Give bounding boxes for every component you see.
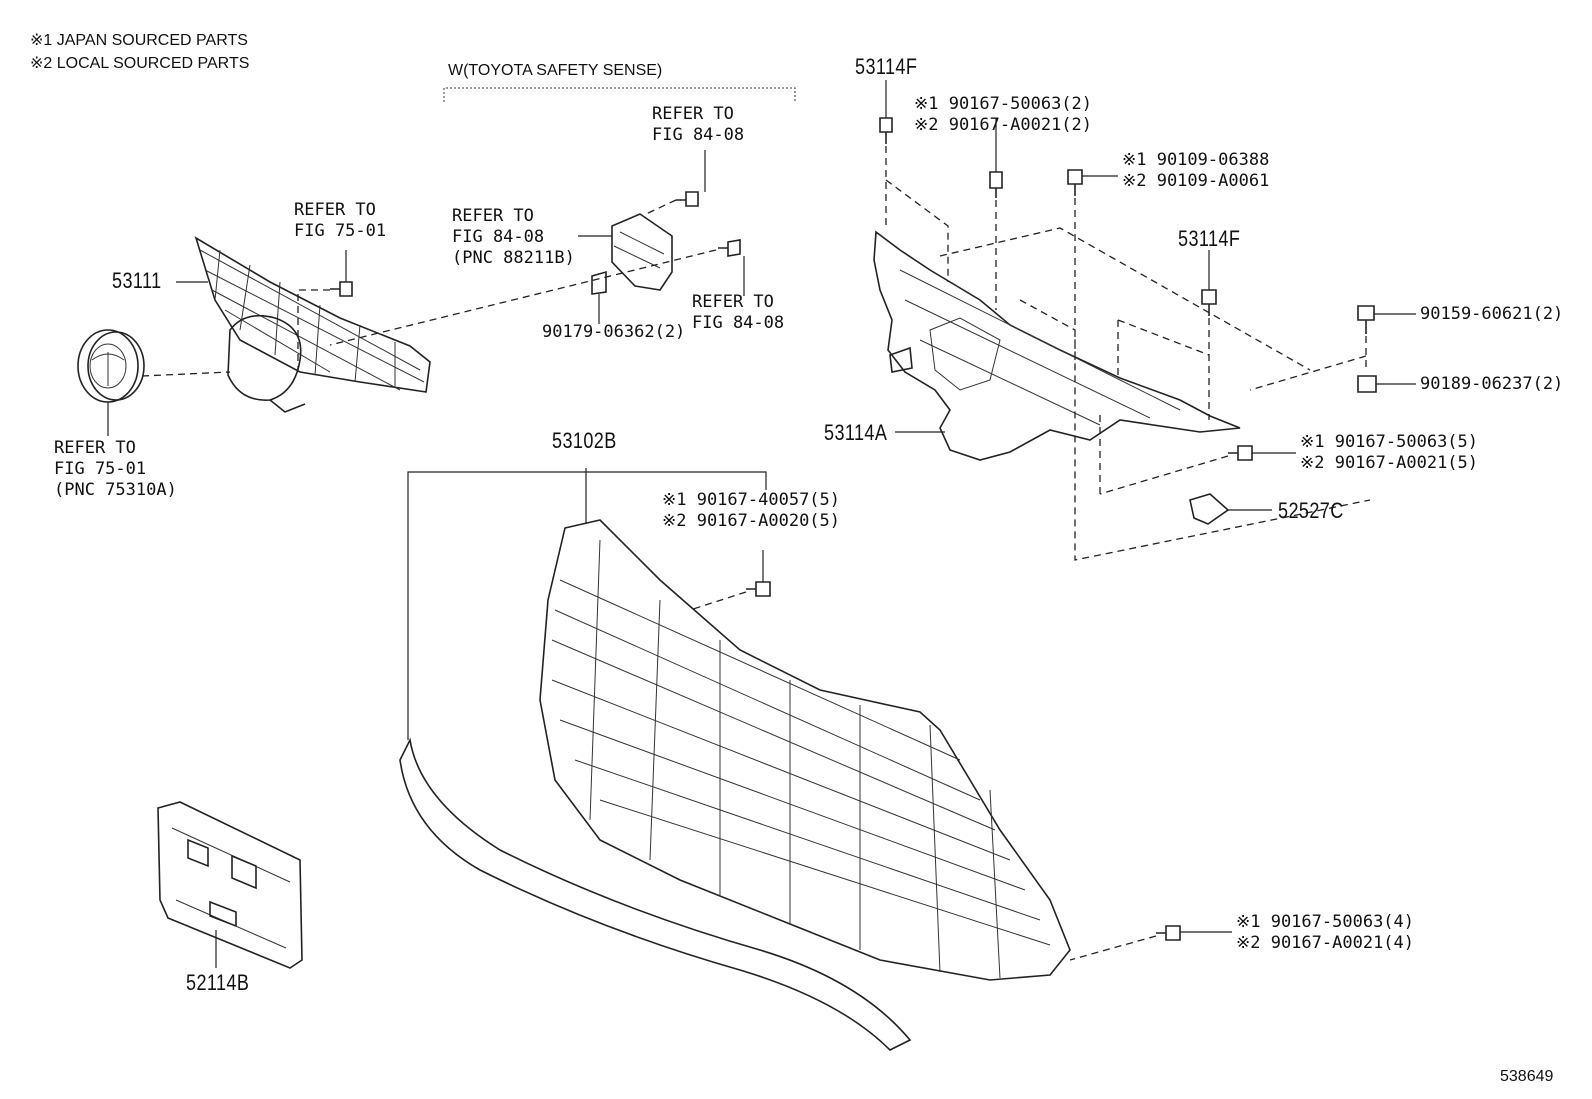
clip-40057-dash [689, 591, 747, 611]
clip-90167-4-icon [1156, 925, 1181, 941]
bolt-90167-icon [989, 171, 1003, 198]
sensor-to-grille-dash [329, 249, 717, 346]
fastener-90109: ※1 90109-06388※2 90109-A0061 [1122, 150, 1270, 191]
local-sourced-note: ※2 LOCAL SOURCED PARTS [30, 55, 250, 72]
clip-mid-dash [1099, 318, 1210, 494]
part-53102b: 53102B [552, 428, 617, 453]
part-53114f-top: 53114F [855, 54, 918, 79]
part-52114b: 52114B [186, 970, 250, 995]
bracket-dash [939, 198, 1371, 561]
clip-53114f-top [879, 117, 893, 144]
screw-dash [297, 289, 330, 370]
emblem-part [77, 329, 145, 403]
part-52527c: 52527C [1278, 498, 1344, 523]
fastener-90167-50063-5: ※1 90167-50063(5)※2 90167-A0021(5) [1300, 432, 1479, 473]
p53102b-bracket [407, 471, 767, 740]
bolt-90109-icon [1067, 169, 1083, 196]
sensor-bolt-dash [645, 199, 677, 215]
fastener-90159: 90159-60621(2) [1420, 304, 1564, 324]
clip-5-dash [1099, 455, 1229, 495]
lower-grille-part [399, 519, 1071, 1051]
part-53114a: 53114A [824, 420, 888, 445]
license-bracket-part [157, 801, 303, 969]
fastener-90189: 90189-06237(2) [1420, 374, 1564, 394]
clip-4-dash [1069, 935, 1157, 961]
bolt-90159-icon [1357, 305, 1375, 334]
nut-90189-icon [1357, 375, 1377, 393]
tss-bracket [443, 87, 796, 102]
upper-grille-part [194, 236, 431, 413]
clip-top-dash [885, 146, 949, 282]
figure-number: 538649 [1500, 1068, 1554, 1085]
fastener-90167-40057: ※1 90167-40057(5)※2 90167-A0020(5) [662, 490, 841, 531]
sensor-part [591, 191, 741, 295]
part-52527c-icon [1189, 493, 1230, 525]
clip-90167-40057-icon [746, 581, 771, 597]
screw-icon [330, 281, 353, 297]
bolt-right-dash [1249, 336, 1367, 391]
clip-53114f-mid [1201, 289, 1217, 316]
tss-note: W(TOYOTA SAFETY SENSE) [448, 62, 663, 79]
fastener-90179: 90179-06362(2) [542, 322, 686, 342]
fastener-90167-50063-2: ※1 90167-50063(2)※2 90167-A0021(2) [914, 94, 1093, 135]
japan-sourced-note: ※1 JAPAN SOURCED PARTS [30, 32, 248, 49]
clip-90167-5-icon [1228, 445, 1253, 461]
part-53111: 53111 [112, 268, 162, 293]
fastener-90167-50063-4: ※1 90167-50063(4)※2 90167-A0021(4) [1236, 912, 1415, 953]
emblem-leader [141, 371, 231, 377]
bracket-part [873, 230, 1241, 461]
part-53114f-mid: 53114F [1178, 226, 1241, 251]
